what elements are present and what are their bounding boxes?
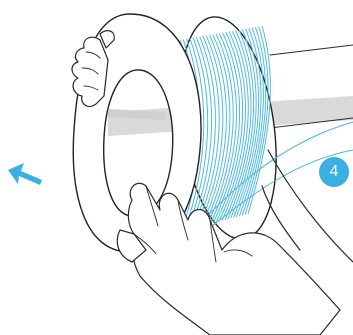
step-number-badge: 4 xyxy=(319,157,349,187)
arrow-left-icon xyxy=(8,163,42,185)
